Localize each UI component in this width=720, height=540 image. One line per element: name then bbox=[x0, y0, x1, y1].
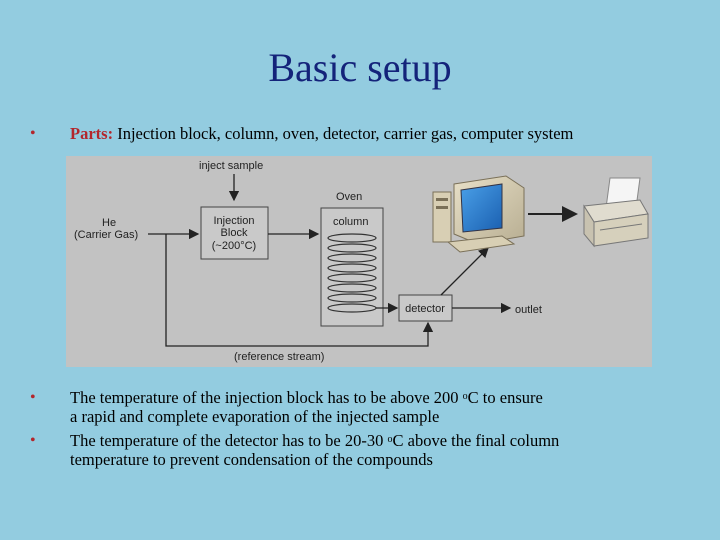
bullet-detector-line2: temperature to prevent condensation of t… bbox=[70, 450, 433, 469]
printer-icon bbox=[583, 177, 649, 248]
detector-label: detector bbox=[405, 303, 445, 315]
carrier-gas-label: (Carrier Gas) bbox=[74, 229, 138, 241]
block-label: Block bbox=[221, 227, 248, 239]
injection-label: Injection bbox=[214, 215, 255, 227]
oven-label: Oven bbox=[336, 191, 362, 203]
column-coil bbox=[327, 233, 377, 313]
injection-block bbox=[200, 206, 269, 260]
text-part: The temperature of the detector has to b… bbox=[70, 431, 388, 450]
bullet-parts-text: Parts: Injection block, column, oven, de… bbox=[70, 124, 573, 143]
diagram-svg: inject sample He (Carrier Gas) Injection… bbox=[74, 160, 649, 363]
bullet-injection-line1: The temperature of the injection block h… bbox=[70, 388, 543, 407]
slide-title: Basic setup bbox=[268, 45, 452, 90]
degree-sup: o bbox=[387, 434, 393, 445]
degree-sup: o bbox=[462, 391, 468, 402]
inject-sample-label: inject sample bbox=[199, 160, 263, 172]
text-part: C above the final column bbox=[392, 431, 560, 450]
gc-setup-diagram: inject sample He (Carrier Gas) Injection… bbox=[66, 156, 652, 367]
he-label: He bbox=[102, 217, 116, 229]
text-part: The temperature of the injection block h… bbox=[70, 388, 463, 407]
bullet-marker: • bbox=[30, 125, 36, 142]
bullet-detector-line1: The temperature of the detector has to b… bbox=[70, 431, 559, 450]
injection-temp-label: (~200°C) bbox=[212, 240, 256, 252]
column-label: column bbox=[333, 216, 368, 228]
computer-icon bbox=[432, 175, 525, 253]
bullet-marker: • bbox=[30, 432, 36, 449]
reference-stream-line bbox=[165, 234, 434, 347]
outlet-label: outlet bbox=[515, 304, 542, 316]
parts-list: Injection block, column, oven, detector,… bbox=[113, 124, 574, 143]
detector-to-computer-arrow bbox=[440, 247, 489, 296]
parts-label: Parts: bbox=[70, 124, 114, 143]
reference-stream-label: (reference stream) bbox=[234, 351, 324, 363]
text-part: C to ensure bbox=[467, 388, 543, 407]
bullet-marker: • bbox=[30, 389, 36, 406]
bullet-injection-line2: a rapid and complete evaporation of the … bbox=[70, 407, 440, 426]
